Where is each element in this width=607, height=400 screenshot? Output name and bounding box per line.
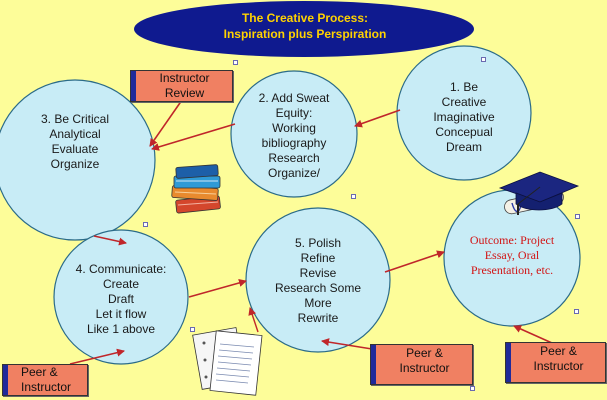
selection-handle [481, 57, 486, 62]
title-ellipse [134, 1, 474, 57]
note-peer-left: Peer & Instructor [2, 364, 88, 396]
node-line: 1. Be [449, 80, 479, 94]
node-be-critical: 3. Be Critical Analytical Evaluate Organ… [10, 112, 140, 172]
title-line-2: Inspiration plus Perspiration [223, 27, 387, 41]
node-line: Analytical [49, 127, 101, 141]
papers-icon [192, 327, 263, 396]
node-outcome: Outcome: Project Essay, Oral Presentatio… [452, 233, 572, 278]
arrow-peer-right-to-outcome [513, 325, 553, 344]
arrow-polish-to-outcome [384, 250, 445, 273]
node-sweat-equity: 2. Add Sweat Equity: Working bibliograph… [234, 91, 354, 181]
note-strip [371, 345, 376, 384]
node-line: Evaluate [51, 142, 99, 156]
note-line: Peer & [406, 346, 443, 360]
note-line: Instructor [533, 359, 584, 373]
node-line: 3. Be Critical [40, 112, 110, 126]
node-line: 5. Polish [294, 236, 342, 250]
node-line: Presentation, etc. [470, 263, 554, 277]
node-line: Creative [441, 95, 487, 109]
stack-of-books-icon [171, 164, 221, 214]
node-line: Like 1 above [86, 322, 156, 336]
node-line: 2. Add Sweat [258, 91, 330, 105]
node-be-creative: 1. Be Creative Imaginative Concepual Dre… [404, 80, 524, 155]
node-line: Outcome: Project [469, 233, 555, 247]
node-line: Revise [299, 266, 337, 280]
graduation-cap-diploma-icon [498, 171, 580, 215]
note-line: Peer & [21, 365, 58, 379]
node-line: Draft [107, 292, 134, 306]
node-line: Concepual [435, 125, 493, 139]
selection-handle [575, 214, 580, 219]
node-line: Equity: [275, 106, 313, 120]
node-sweat-equity-circle [230, 70, 358, 198]
node-line: Create [102, 277, 140, 291]
node-communicate: 4. Communicate: Create Draft Let it flow… [61, 262, 181, 337]
node-line: Organize [50, 157, 100, 171]
node-line: Imaginative [433, 110, 495, 124]
arrow-peer-left-to-communicate [69, 348, 125, 365]
note-line: Instructor [399, 361, 450, 375]
node-line: Essay, Oral [484, 248, 540, 262]
node-line: More [304, 296, 332, 310]
selection-handle [233, 60, 238, 65]
node-line: Dream [445, 140, 482, 154]
note-instructor-review: Instructor Review [130, 70, 233, 102]
node-line: Refine [300, 251, 336, 265]
arrow-peer-middle-to-polish [321, 338, 373, 350]
node-line: Rewrite [297, 311, 339, 325]
arrow-communicate-to-polish [188, 279, 247, 298]
node-line: Research [268, 151, 320, 165]
node-be-critical-circle [0, 79, 156, 241]
note-line: Review [164, 86, 205, 100]
node-line: 4. Communicate: [75, 262, 167, 276]
arrow-sweat-to-critical [151, 123, 236, 151]
node-line: Working [272, 121, 316, 135]
note-peer-right: Peer & Instructor [505, 342, 606, 383]
node-polish: 5. Polish Refine Revise Research Some Mo… [258, 236, 378, 326]
node-line: Organize/ [267, 166, 321, 180]
selection-handle [143, 222, 148, 227]
selection-handle [574, 309, 579, 314]
arrow-creative-to-sweat [354, 109, 401, 128]
selection-handle [470, 386, 475, 391]
diagram-title: The Creative Process: Inspiration plus P… [135, 10, 475, 42]
arrow-papers-to-polish [248, 307, 259, 333]
note-strip [131, 71, 136, 101]
node-line: bibliography [261, 136, 327, 150]
selection-handle [351, 194, 356, 199]
note-strip [3, 365, 8, 395]
note-strip [506, 343, 511, 382]
node-communicate-circle [53, 229, 189, 365]
arrow-critical-to-communicate [93, 235, 127, 246]
node-line: Let it flow [95, 307, 147, 321]
selection-handle [190, 327, 195, 332]
note-line: Instructor [21, 380, 72, 394]
note-peer-middle: Peer & Instructor [370, 344, 473, 385]
note-line: Instructor [159, 71, 210, 85]
note-line: Peer & [540, 344, 577, 358]
node-line: Research Some [274, 281, 362, 295]
arrow-review-to-critical [149, 99, 183, 147]
node-be-creative-circle [396, 45, 532, 181]
title-line-1: The Creative Process: [241, 11, 369, 25]
